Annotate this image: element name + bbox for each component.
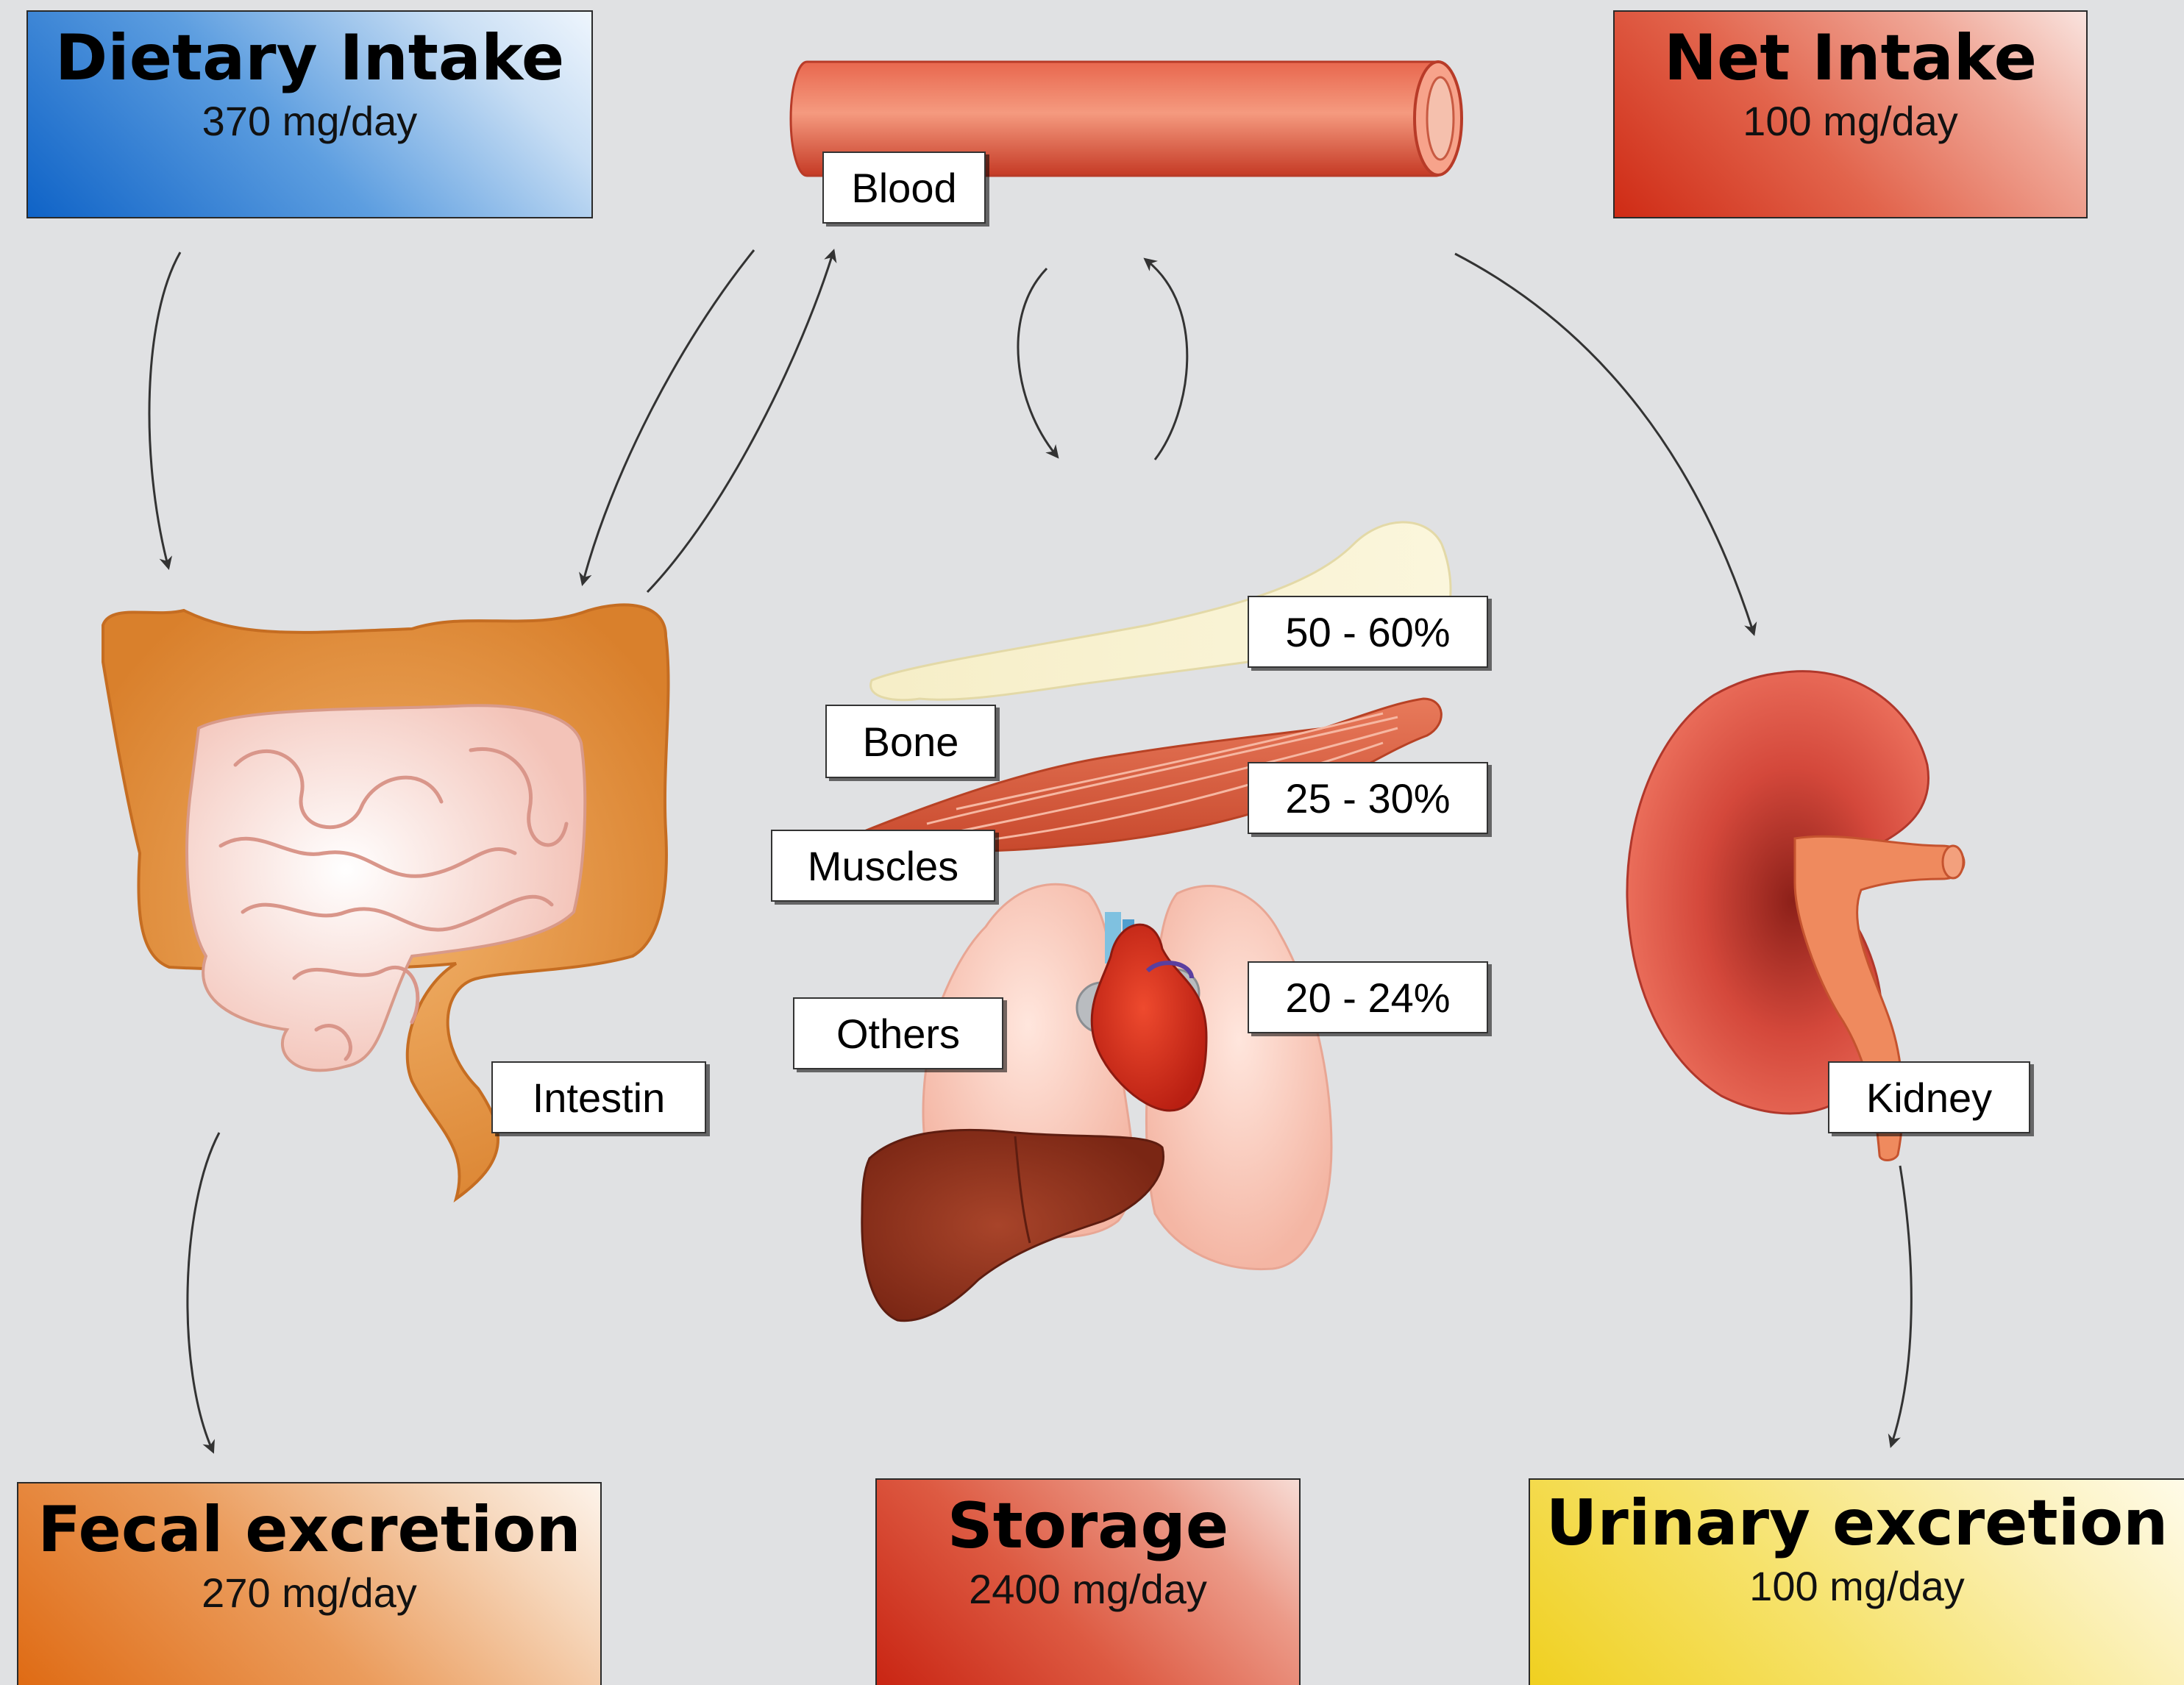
arrow-intake-to-intestine	[149, 252, 180, 565]
dietary-intake-box: Dietary Intake 370 mg/day	[26, 10, 593, 218]
fecal-excretion-value: 270 mg/day	[18, 1569, 600, 1617]
others-percentage: 20 - 24%	[1248, 961, 1488, 1033]
storage-box: Storage 2400 mg/day	[875, 1478, 1301, 1685]
urinary-excretion-title: Urinary excretion	[1530, 1490, 2184, 1556]
net-intake-value: 100 mg/day	[1615, 97, 2086, 145]
fecal-excretion-box: Fecal excretion 270 mg/day	[17, 1482, 602, 1685]
arrow-kidney-to-urinary	[1892, 1166, 1911, 1443]
arrow-storage-to-blood	[1148, 261, 1187, 460]
storage-value: 2400 mg/day	[877, 1565, 1299, 1613]
urinary-excretion-box: Urinary excretion 100 mg/day	[1529, 1478, 2184, 1685]
muscles-percentage: 25 - 30%	[1248, 762, 1488, 834]
bone-percentage: 50 - 60%	[1248, 596, 1488, 668]
arrow-intestine-to-blood	[647, 254, 833, 592]
muscles-label: Muscles	[771, 830, 995, 902]
others-label: Others	[793, 997, 1003, 1069]
arrow-blood-to-intestine	[583, 250, 754, 581]
net-intake-title: Net Intake	[1615, 25, 2086, 91]
net-intake-box: Net Intake 100 mg/day	[1613, 10, 2088, 218]
organs-illustration	[862, 884, 1331, 1321]
intestin-label: Intestin	[491, 1061, 706, 1133]
storage-title: Storage	[877, 1493, 1299, 1559]
bone-label: Bone	[825, 705, 996, 778]
urinary-excretion-value: 100 mg/day	[1530, 1562, 2184, 1610]
dietary-intake-title: Dietary Intake	[28, 25, 591, 91]
dietary-intake-value: 370 mg/day	[28, 97, 591, 145]
arrow-blood-to-kidney	[1455, 254, 1753, 631]
blood-label: Blood	[822, 152, 986, 224]
fecal-excretion-title: Fecal excretion	[18, 1497, 600, 1563]
kidney-label: Kidney	[1828, 1061, 2030, 1133]
arrow-intestine-to-fecal	[188, 1133, 219, 1449]
arrow-blood-to-storage	[1018, 268, 1056, 455]
